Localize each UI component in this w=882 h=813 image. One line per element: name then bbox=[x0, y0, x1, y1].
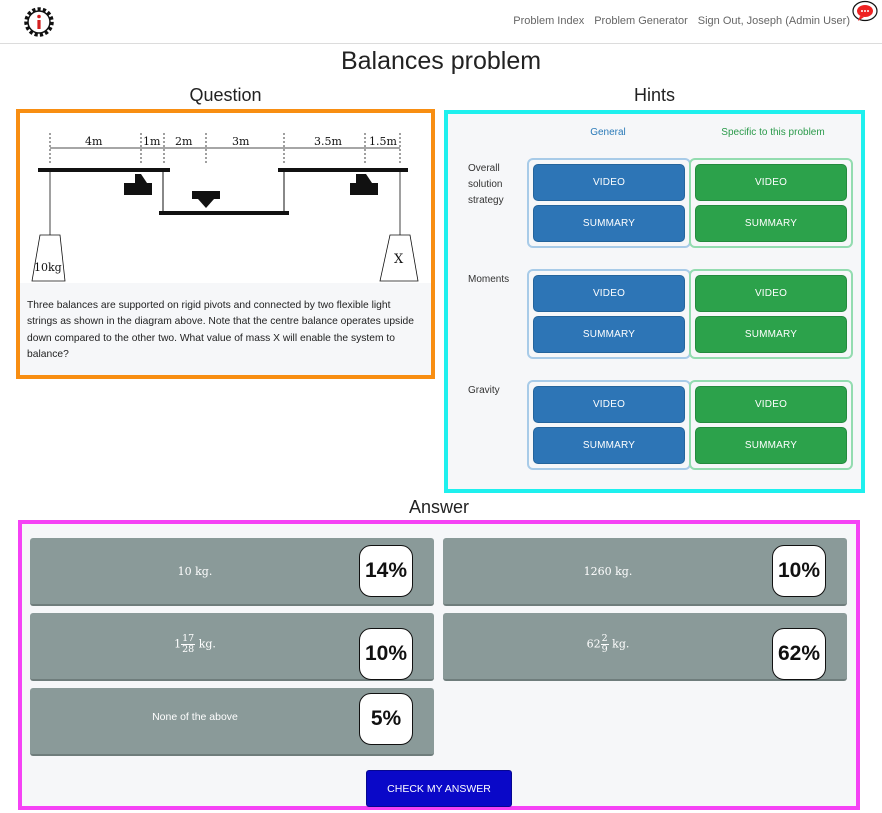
answer-percent-badge: 10% bbox=[359, 628, 413, 680]
hint-row-label: Moments bbox=[468, 274, 510, 285]
mass-label-x: X bbox=[394, 252, 404, 267]
answer-percent-badge: 14% bbox=[359, 545, 413, 597]
mass-label-10kg: 10kg bbox=[34, 261, 62, 274]
hints-specific-heading: Specific to this problem bbox=[721, 127, 825, 138]
question-heading: Question bbox=[189, 85, 262, 105]
specific-video-button[interactable]: VIDEO bbox=[695, 275, 847, 312]
general-hint-group: VIDEO SUMMARY bbox=[527, 380, 691, 470]
answer-percent-badge: 10% bbox=[772, 545, 826, 597]
balance-diagram: 4m 1m 2m 3m 3.5m 1.5m 10kg bbox=[20, 113, 431, 283]
question-text: Three balances are supported on rigid pi… bbox=[27, 300, 414, 361]
fraction-whole: 1 bbox=[174, 637, 182, 651]
specific-hint-group: VIDEO SUMMARY bbox=[689, 269, 853, 359]
answer-option-text: None of the above bbox=[152, 711, 238, 723]
general-hint-group: VIDEO SUMMARY bbox=[527, 269, 691, 359]
fraction-unit: kg. bbox=[612, 637, 630, 651]
hint-row-label: Overall solution strategy bbox=[468, 163, 504, 206]
specific-hint-group: VIDEO SUMMARY bbox=[689, 380, 853, 470]
specific-hint-group: VIDEO SUMMARY bbox=[689, 158, 853, 248]
general-video-button[interactable]: VIDEO bbox=[533, 164, 685, 201]
dim-label-2m: 2m bbox=[175, 135, 193, 148]
specific-summary-button[interactable]: SUMMARY bbox=[695, 316, 847, 353]
dim-label-1m: 1m bbox=[143, 135, 161, 148]
answer-option-text: 10 kg. bbox=[177, 565, 213, 578]
dim-label-4m: 4m bbox=[85, 135, 103, 148]
answer-percent-badge: 5% bbox=[359, 693, 413, 745]
general-video-button[interactable]: VIDEO bbox=[533, 386, 685, 423]
fraction-numerator: 17 bbox=[181, 633, 196, 645]
specific-video-button[interactable]: VIDEO bbox=[695, 164, 847, 201]
general-video-button[interactable]: VIDEO bbox=[533, 275, 685, 312]
info-gear-icon[interactable] bbox=[22, 5, 56, 39]
fraction-numerator: 2 bbox=[600, 633, 609, 645]
answer-percent-badge: 62% bbox=[772, 628, 826, 680]
hint-row-moments: Moments VIDEO SUMMARY VIDEO SUMMARY bbox=[448, 269, 861, 362]
question-panel: 4m 1m 2m 3m 3.5m 1.5m 10kg bbox=[16, 109, 435, 379]
general-summary-button[interactable]: SUMMARY bbox=[533, 427, 685, 464]
hints-general-heading: General bbox=[590, 127, 626, 138]
answer-option[interactable]: 10 kg. 14% bbox=[30, 538, 434, 606]
specific-video-button[interactable]: VIDEO bbox=[695, 386, 847, 423]
hint-row-label: Gravity bbox=[468, 385, 500, 396]
page-title: Balances problem bbox=[340, 47, 542, 75]
nav-problem-index[interactable]: Problem Index bbox=[513, 15, 585, 27]
dim-label-3-5m: 3.5m bbox=[314, 135, 342, 148]
top-navbar: Problem Index Problem Generator Sign Out… bbox=[0, 0, 882, 44]
hint-row-strategy: Overall solution strategy VIDEO SUMMARY … bbox=[448, 158, 861, 251]
fraction-denominator: 28 bbox=[182, 644, 195, 655]
specific-summary-button[interactable]: SUMMARY bbox=[695, 427, 847, 464]
answer-option[interactable]: None of the above 5% bbox=[30, 688, 434, 756]
dim-label-1-5m: 1.5m bbox=[369, 135, 397, 148]
fraction-whole: 62 bbox=[586, 637, 601, 651]
answer-option[interactable]: 1260 kg. 10% bbox=[443, 538, 847, 606]
dim-label-3m: 3m bbox=[232, 135, 250, 148]
chat-bubble-icon[interactable] bbox=[851, 0, 879, 24]
hints-heading: Hints bbox=[633, 85, 675, 105]
general-summary-button[interactable]: SUMMARY bbox=[533, 205, 685, 242]
hints-panel: General Specific to this problem Overall… bbox=[444, 110, 865, 493]
answer-option-text: 1260 kg. bbox=[583, 565, 633, 578]
nav-problem-generator[interactable]: Problem Generator bbox=[594, 15, 688, 27]
specific-summary-button[interactable]: SUMMARY bbox=[695, 205, 847, 242]
check-answer-button[interactable]: CHECK MY ANSWER bbox=[366, 770, 512, 807]
answer-heading: Answer bbox=[408, 497, 470, 517]
nav-sign-out[interactable]: Sign Out, Joseph (Admin User) bbox=[697, 15, 850, 27]
fraction-denominator: 9 bbox=[601, 644, 608, 655]
hint-row-gravity: Gravity VIDEO SUMMARY VIDEO SUMMARY bbox=[448, 380, 861, 473]
general-hint-group: VIDEO SUMMARY bbox=[527, 158, 691, 248]
fraction-unit: kg. bbox=[198, 637, 216, 651]
general-summary-button[interactable]: SUMMARY bbox=[533, 316, 685, 353]
